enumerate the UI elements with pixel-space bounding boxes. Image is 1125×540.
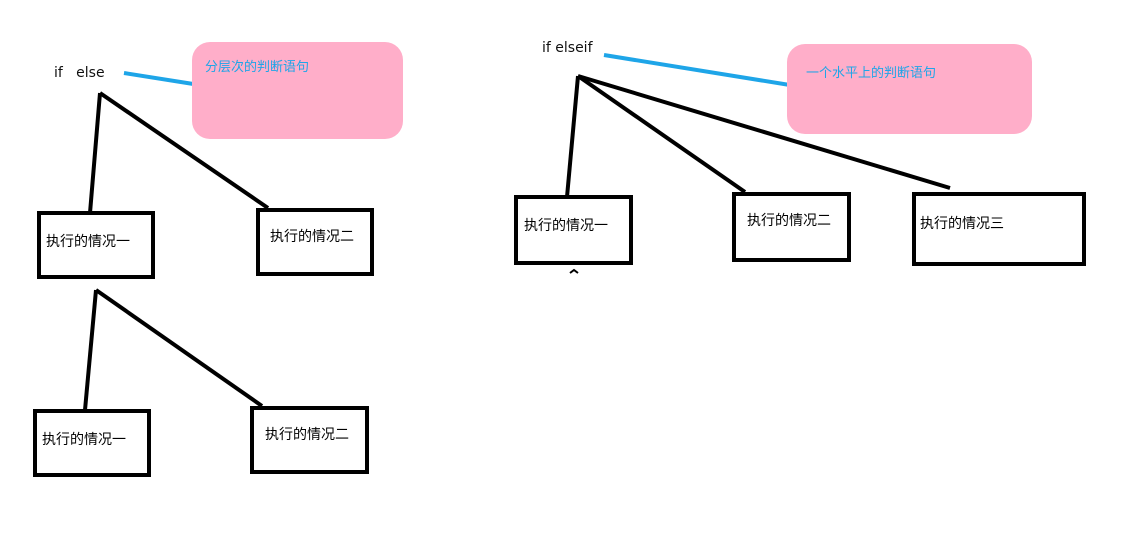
right-case3-label: 执行的情况三 (920, 216, 1004, 232)
if-else-label: if else (54, 65, 105, 81)
left-nested-case1-box (33, 409, 151, 477)
edge-nested-to-case2 (94, 288, 264, 408)
left-case1-box (37, 211, 155, 279)
left-case2-box (256, 208, 374, 276)
left-nested-case1-label: 执行的情况一 (42, 432, 126, 448)
left-nested-case2-box (250, 406, 369, 474)
left-note-bubble (192, 42, 403, 139)
edge-if-else-to-case1 (88, 92, 102, 214)
left-note-text: 分层次的判断语句 (205, 60, 310, 75)
left-nested-case2-label: 执行的情况二 (265, 427, 349, 443)
edge-elseif-to-case2 (576, 74, 747, 194)
edge-elseif-to-case3 (577, 74, 951, 190)
edge-if-else-to-case2 (98, 91, 270, 210)
right-case2-label: 执行的情况二 (747, 213, 831, 229)
left-case1-label: 执行的情况一 (46, 234, 130, 250)
right-case1-label: 执行的情况一 (524, 218, 608, 234)
right-case2-box (732, 192, 851, 262)
callout-connector-right (603, 53, 797, 88)
right-case1-box (514, 195, 633, 265)
right-note-text: 一个水平上的判断语句 (806, 66, 937, 81)
edge-elseif-to-case1 (565, 75, 580, 198)
edge-nested-to-case1 (83, 289, 98, 411)
left-case2-label: 执行的情况二 (270, 229, 354, 245)
stray-mark (569, 268, 579, 274)
right-case3-box (912, 192, 1086, 266)
right-note-bubble (787, 44, 1032, 134)
if-elseif-label: if elseif (542, 40, 593, 56)
